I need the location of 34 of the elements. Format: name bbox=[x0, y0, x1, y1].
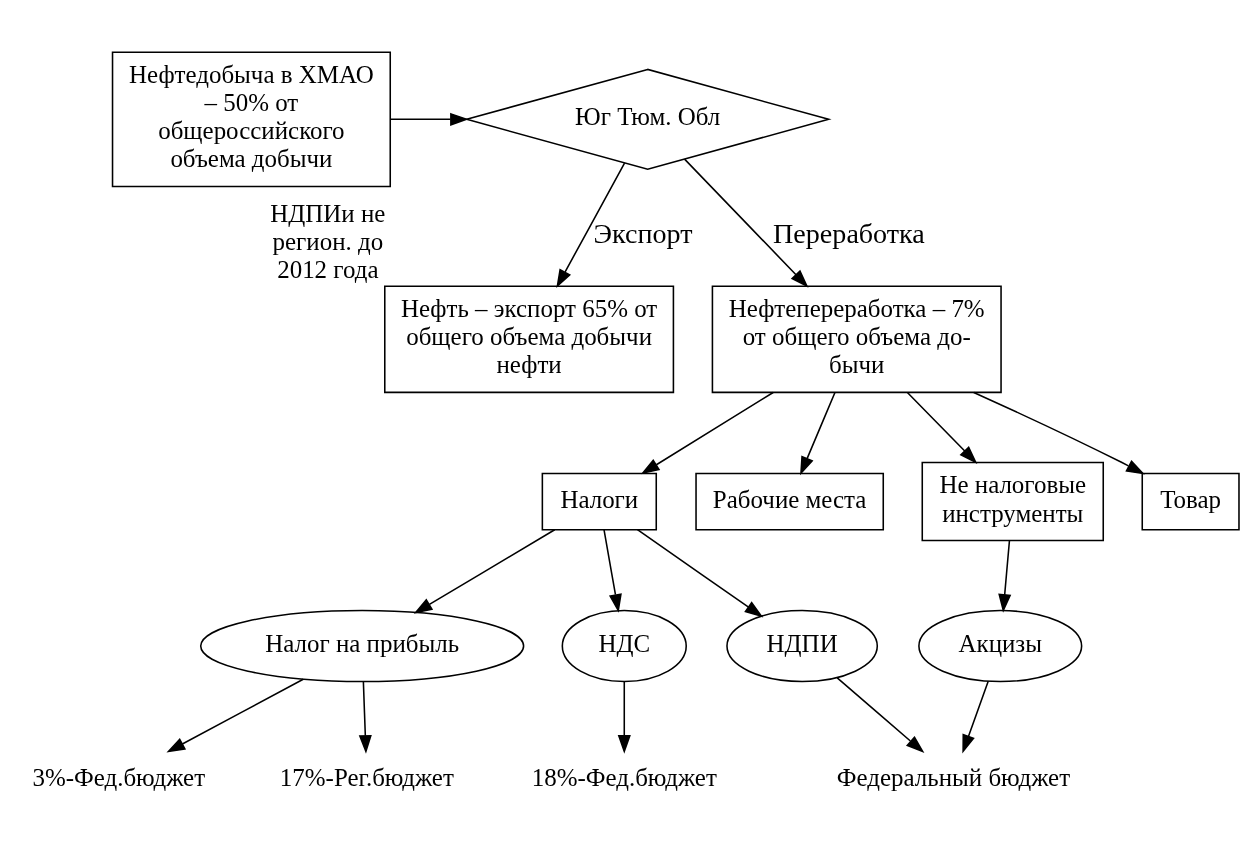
arrow bbox=[556, 162, 626, 289]
node-text: Федеральный бюджет bbox=[836, 763, 1071, 791]
arrow bbox=[800, 391, 836, 476]
arrow bbox=[617, 681, 631, 754]
node-text: 18%-Фед.бюджет bbox=[531, 763, 717, 791]
node-label: НДПИи не регион. до 2012 года bbox=[270, 199, 386, 284]
arrow bbox=[389, 112, 469, 126]
node-box: Не налоговые инструменты bbox=[921, 461, 1105, 542]
arrow bbox=[166, 678, 305, 753]
node-box: Налоги bbox=[541, 472, 658, 531]
arrow bbox=[906, 391, 978, 464]
arrow bbox=[962, 680, 989, 754]
arrow bbox=[973, 391, 1145, 475]
node-text: 17%-Рег.бюджет bbox=[279, 763, 454, 791]
node-box: Рабочие места bbox=[695, 472, 885, 531]
arrow bbox=[603, 528, 622, 613]
node-box: Нефть – экспорт 65% от общего объема добычи нефти bbox=[384, 285, 675, 394]
node-text: 3%-Фед.бюджет bbox=[32, 763, 206, 791]
arrow bbox=[998, 540, 1012, 613]
arrow bbox=[636, 528, 764, 618]
node-box: Нефтепереработка – 7% от общего объема до- бычи bbox=[711, 285, 1002, 394]
arrow bbox=[358, 681, 372, 754]
node-ellipse: Налог на прибыль bbox=[199, 609, 525, 683]
arrow bbox=[413, 528, 556, 614]
arrow bbox=[683, 158, 809, 288]
edge-label: Экспорт bbox=[593, 218, 693, 250]
edge-label: Переработка bbox=[773, 218, 925, 250]
node-box: Товар bbox=[1141, 472, 1240, 531]
node-ellipse: НДС bbox=[561, 609, 687, 683]
node-box: Нефтедобыча в ХМАО – 50% от общероссийского объема добычи bbox=[111, 51, 391, 188]
arrow bbox=[640, 391, 774, 475]
node-ellipse: НДПИ bbox=[726, 609, 879, 683]
arrow bbox=[836, 677, 925, 754]
node-ellipse: Акцизы bbox=[918, 609, 1083, 683]
